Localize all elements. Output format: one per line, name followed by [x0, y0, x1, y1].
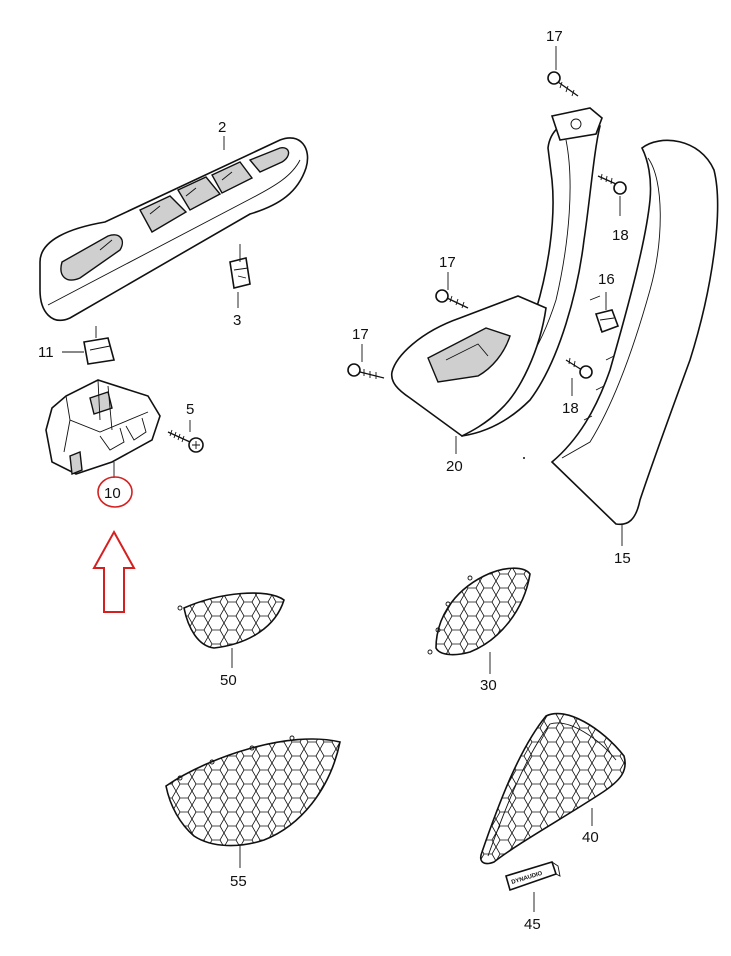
screw-part-18-lower: [565, 357, 593, 379]
switch-panel-part: [39, 137, 309, 321]
callout-45: 45: [524, 916, 541, 933]
callout-55: 55: [230, 873, 247, 890]
callout-18-lower: 18: [562, 400, 579, 417]
screw-part-17-top: [547, 71, 579, 97]
bracket-part-11: [83, 337, 116, 365]
speaker-grille-part-50: [177, 592, 285, 649]
speaker-grille-part-40: [479, 712, 626, 865]
outer-trim-part-15: [550, 139, 719, 526]
screw-part-17-middle: [435, 289, 469, 309]
callout-16: 16: [598, 271, 615, 288]
switch-bezel-part-20: [390, 295, 547, 437]
switch-housing-part: [45, 379, 161, 475]
callout-3: 3: [233, 312, 241, 329]
callout-5: 5: [186, 401, 194, 418]
callout-10: 10: [104, 485, 121, 502]
callout-15: 15: [614, 550, 631, 567]
highlight-circle: [97, 476, 133, 508]
clip-part-16: [594, 309, 620, 334]
callout-11: 11: [38, 344, 54, 361]
callout-18-upper: 18: [612, 227, 629, 244]
leader-lines: [62, 46, 623, 912]
dynaudio-badge-part-45: DYNAUDIO: [505, 861, 561, 892]
screw-part-17-left: [347, 363, 385, 379]
callout-17-middle: 17: [439, 254, 456, 271]
speaker-grille-part-55: [165, 735, 341, 847]
callout-30: 30: [480, 677, 497, 694]
callout-17-left: 17: [352, 326, 369, 343]
callout-17-top: 17: [546, 28, 563, 45]
callout-40: 40: [582, 829, 599, 846]
screw-part-5: [167, 429, 204, 453]
clip-part-3: [229, 257, 251, 289]
callout-50: 50: [220, 672, 237, 689]
callout-2: 2: [218, 119, 226, 136]
screw-part-18-upper: [597, 173, 627, 195]
speaker-grille-part-30: [427, 567, 531, 656]
highlight-arrow: [92, 529, 136, 613]
callout-20: 20: [446, 458, 463, 475]
